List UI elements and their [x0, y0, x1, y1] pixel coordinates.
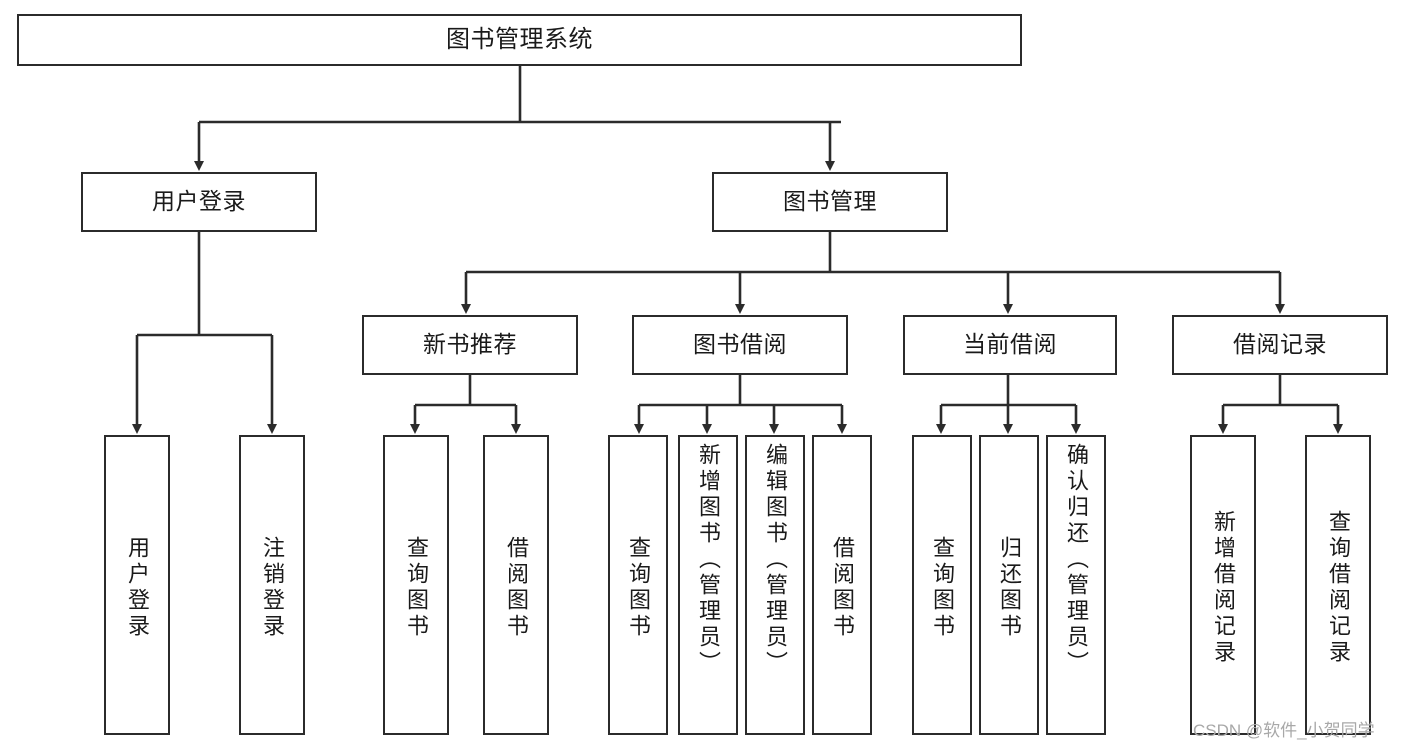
leaf-user-login[interactable]: 用户登录 — [104, 435, 170, 735]
node-user-login[interactable]: 用户登录 — [81, 172, 317, 232]
leaf-query-books-current[interactable]: 查询图书 — [912, 435, 972, 735]
node-label: 确认归还（管理员） — [1064, 443, 1089, 677]
node-current-borrowing[interactable]: 当前借阅 — [903, 315, 1117, 375]
node-book-management-system[interactable]: 图书管理系统 — [17, 14, 1022, 66]
node-label: 当前借阅 — [963, 331, 1057, 358]
node-label: 新增图书（管理员） — [696, 443, 721, 677]
node-label: 新书推荐 — [423, 331, 517, 358]
leaf-return-books[interactable]: 归还图书 — [979, 435, 1039, 735]
node-new-book-recommendation[interactable]: 新书推荐 — [362, 315, 578, 375]
node-label: 借阅记录 — [1233, 331, 1327, 358]
node-label: 图书借阅 — [693, 331, 787, 358]
leaf-edit-book-admin[interactable]: 编辑图书（管理员） — [745, 435, 805, 735]
node-label: 借阅图书 — [504, 536, 529, 640]
csdn-watermark: CSDN @软件_小贺同学 — [1193, 721, 1375, 740]
node-label: 用户登录 — [152, 188, 246, 215]
node-label: 图书管理 — [783, 188, 877, 215]
leaf-confirm-return-admin[interactable]: 确认归还（管理员） — [1046, 435, 1106, 735]
leaf-query-books-new[interactable]: 查询图书 — [383, 435, 449, 735]
node-label: 新增借阅记录 — [1211, 510, 1236, 666]
node-label: 借阅图书 — [830, 536, 855, 640]
leaf-add-borrow-record[interactable]: 新增借阅记录 — [1190, 435, 1256, 735]
node-label: 注销登录 — [260, 536, 285, 640]
node-label: 用户登录 — [125, 536, 150, 640]
node-label: 编辑图书（管理员） — [763, 443, 788, 677]
node-label: 图书管理系统 — [446, 25, 593, 53]
node-label: 查询借阅记录 — [1326, 510, 1351, 666]
node-book-management[interactable]: 图书管理 — [712, 172, 948, 232]
leaf-query-books-borrow[interactable]: 查询图书 — [608, 435, 668, 735]
node-borrow-records[interactable]: 借阅记录 — [1172, 315, 1388, 375]
leaf-borrow-books[interactable]: 借阅图书 — [812, 435, 872, 735]
leaf-add-book-admin[interactable]: 新增图书（管理员） — [678, 435, 738, 735]
node-book-borrowing[interactable]: 图书借阅 — [632, 315, 848, 375]
leaf-borrow-books-new[interactable]: 借阅图书 — [483, 435, 549, 735]
leaf-query-borrow-record[interactable]: 查询借阅记录 — [1305, 435, 1371, 735]
leaf-logout[interactable]: 注销登录 — [239, 435, 305, 735]
node-label: 查询图书 — [404, 536, 429, 640]
node-label: 查询图书 — [626, 536, 651, 640]
node-label: 归还图书 — [997, 536, 1022, 640]
node-label: 查询图书 — [930, 536, 955, 640]
